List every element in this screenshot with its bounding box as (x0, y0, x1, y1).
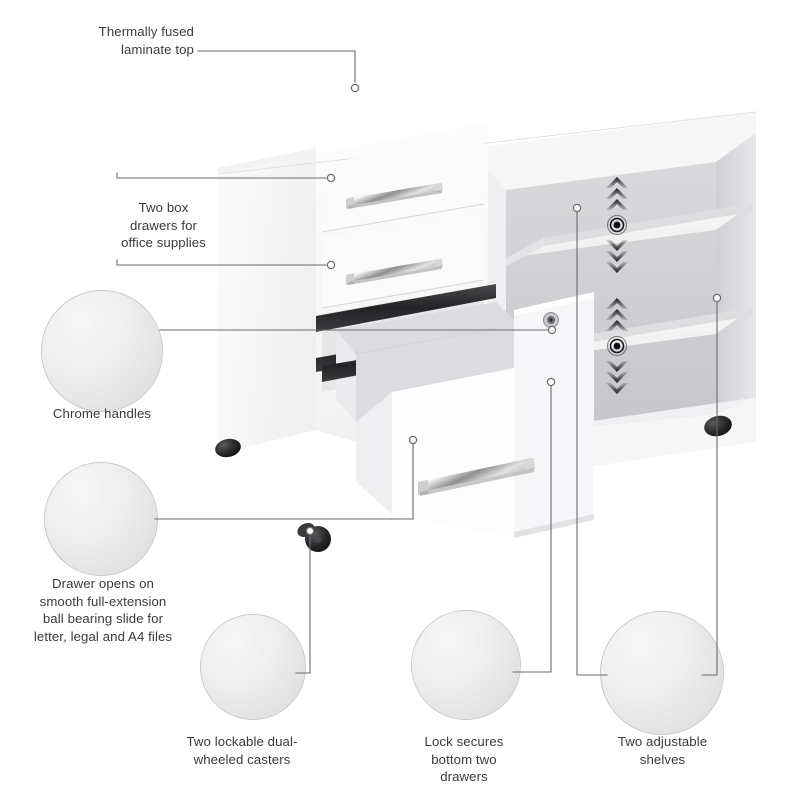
callout-label-chrome-handles: Chrome handles (52, 406, 152, 421)
shelf-adjust-indicator-lower (606, 298, 628, 394)
shelf-indicators-layer (606, 177, 628, 394)
inset-full-extension-slide (44, 462, 158, 576)
callout-label-adjustable-shelves: Two adjustable shelves (617, 734, 708, 767)
callout-label-box-drawers: Two box drawers for office supplies (121, 200, 206, 251)
callout-label-laminate-top: Thermally fused laminate top (98, 24, 194, 57)
inset-drawer-lock (411, 610, 521, 720)
inset-chrome-handles (41, 290, 163, 412)
inset-adjustable-shelves (600, 611, 724, 735)
callout-label-drawer-lock: Lock secures bottom two drawers (424, 734, 504, 785)
callout-label-full-extension-slide: Drawer opens on smooth full-extension ba… (33, 576, 173, 644)
callout-label-lockable-casters: Two lockable dual- wheeled casters (186, 734, 298, 767)
shelf-adjust-indicator-upper (606, 177, 628, 273)
inset-lockable-casters (200, 614, 306, 720)
chrome-handle-middle (346, 259, 443, 285)
chrome-handle-upper (346, 183, 443, 209)
product-illustration (196, 62, 757, 582)
